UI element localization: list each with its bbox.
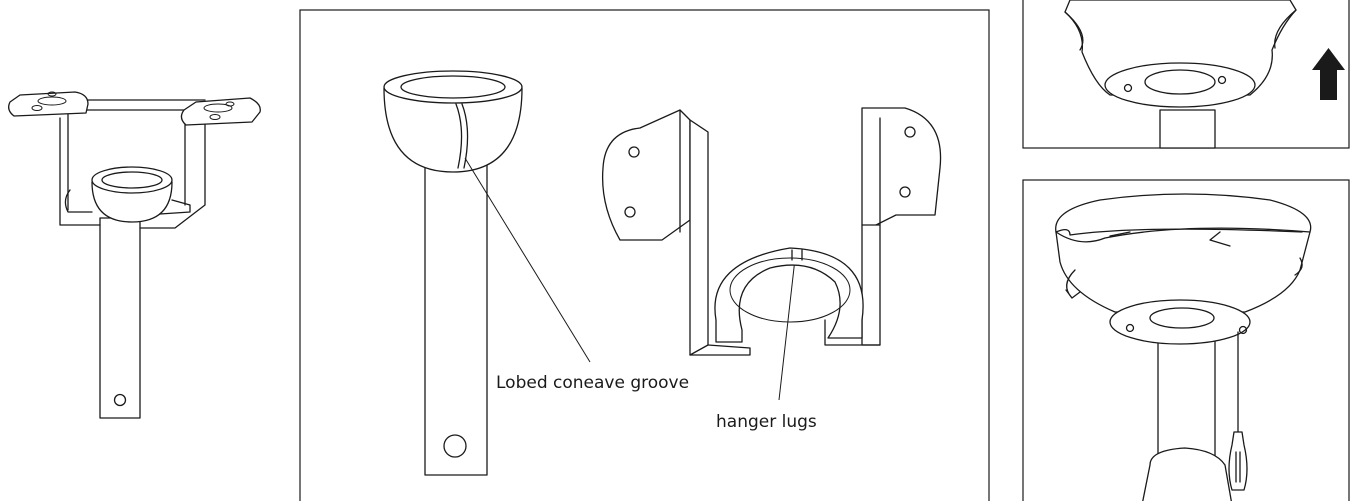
- bracket-left-tab: [8, 91, 89, 117]
- lugs-label: hanger lugs: [716, 412, 817, 432]
- exploded-view-panel: Lobed coneave groove hanger lugs: [299, 9, 990, 501]
- arrow-up-icon: [1312, 48, 1345, 100]
- groove-label: Lobed coneave groove: [496, 373, 689, 393]
- screwdriver-icon: [1228, 331, 1248, 491]
- assembled-bracket-figure: [8, 91, 261, 419]
- downrod-small: [99, 217, 141, 419]
- bracket-right-wall: [139, 117, 206, 229]
- hanger-bracket: [601, 107, 942, 356]
- bracket-crossbar: [69, 99, 206, 111]
- downrod-ball-small: [91, 181, 173, 223]
- downrod-ball: [383, 87, 523, 173]
- canopy-collar: [1104, 62, 1256, 108]
- canopy-body: [1055, 193, 1312, 313]
- downrod: [424, 159, 488, 476]
- panel-frame-center: [299, 9, 990, 501]
- hanger-lug-notch: [791, 249, 803, 261]
- canopy-raise-panel: [1022, 0, 1350, 149]
- lugs-leader-line: [778, 249, 797, 401]
- panel-frame-bottom-right: [1022, 179, 1350, 501]
- hanger-ring-small: [64, 189, 191, 215]
- canopy-collar-lower: [1109, 299, 1251, 345]
- canopy-rotate-panel: [1022, 179, 1350, 501]
- downrod-pin-hole: [443, 434, 467, 458]
- bracket-left-wall: [59, 117, 101, 226]
- lobed-groove: [455, 103, 469, 169]
- downrod-hole: [113, 393, 127, 407]
- rotate-arrow-icon: [1065, 269, 1081, 299]
- groove-leader-line: [464, 157, 591, 363]
- motor-housing-top: [1142, 447, 1232, 501]
